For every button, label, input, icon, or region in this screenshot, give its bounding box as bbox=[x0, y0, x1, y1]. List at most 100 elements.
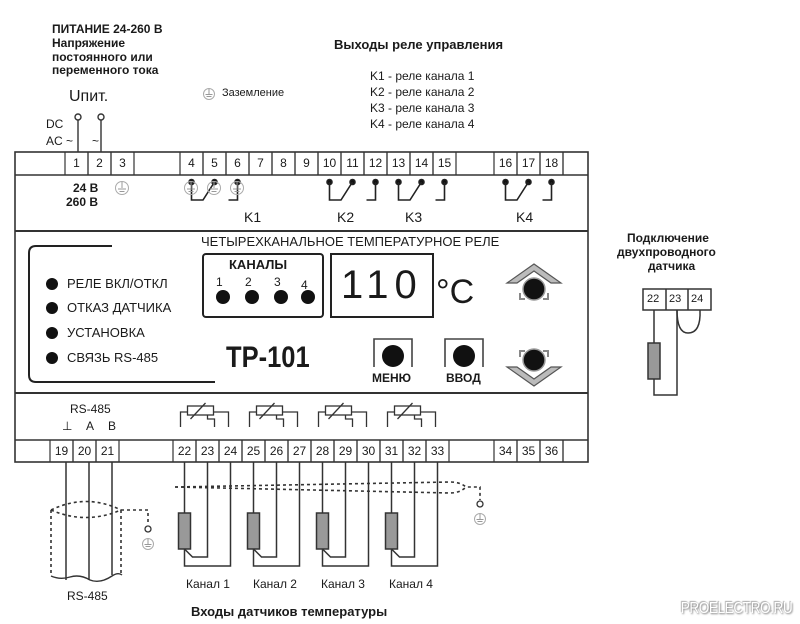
terminal-30: 30 bbox=[361, 444, 376, 458]
dc-label: DC bbox=[46, 117, 64, 131]
terminal-11: 11 bbox=[346, 156, 359, 170]
sensor-channel-label-1: Канал 1 bbox=[186, 577, 230, 591]
led-channel-1 bbox=[216, 290, 230, 304]
relay-label-k1: K1 bbox=[244, 209, 262, 225]
power-subtitle-2: постоянного или bbox=[52, 50, 153, 64]
terminal-33: 33 bbox=[430, 444, 445, 458]
sensor-1 bbox=[177, 462, 232, 567]
channel-number-3: 3 bbox=[274, 275, 281, 289]
temperature-unit: °C bbox=[436, 273, 475, 311]
two-wire-terminal-24: 24 bbox=[691, 293, 704, 305]
terminal-25: 25 bbox=[246, 444, 261, 458]
terminal-20: 20 bbox=[77, 444, 92, 458]
terminal-22: 22 bbox=[177, 444, 192, 458]
ground-icon bbox=[230, 181, 244, 195]
led-sensor-fault bbox=[46, 302, 58, 314]
terminal-10: 10 bbox=[322, 156, 337, 170]
relay-contact-k2 bbox=[326, 178, 379, 201]
sensor-inputs-title: Входы датчиков температуры bbox=[191, 604, 388, 619]
terminal-27: 27 bbox=[292, 444, 307, 458]
rs485-pin-b: B bbox=[108, 419, 117, 433]
indicator-label-sensor-fault: ОТКАЗ ДАТЧИКА bbox=[67, 300, 172, 315]
power-title: ПИТАНИЕ 24-260 В bbox=[52, 22, 163, 36]
two-wire-title-3: датчика bbox=[648, 259, 696, 273]
terminal-26: 26 bbox=[269, 444, 284, 458]
terminal-16: 16 bbox=[498, 156, 513, 170]
ground-icon bbox=[203, 87, 215, 100]
terminal-9: 9 bbox=[303, 156, 310, 170]
sensor-channel-label-2: Канал 2 bbox=[253, 577, 297, 591]
relay-contact-k3 bbox=[395, 178, 448, 201]
sensor-3 bbox=[315, 462, 370, 567]
channel-number-4: 4 bbox=[301, 278, 308, 292]
ground-legend-label: Заземление bbox=[222, 87, 285, 99]
temperature-display: 110 bbox=[341, 263, 423, 307]
channel-number-1: 1 bbox=[216, 275, 223, 289]
indicator-label-rs485: СВЯЗЬ RS-485 bbox=[67, 350, 159, 365]
terminal-8: 8 bbox=[280, 156, 287, 170]
supply-voltage-symbol: Uпит. bbox=[69, 88, 109, 105]
channels-title: КАНАЛЫ bbox=[229, 257, 288, 272]
panel-title: ЧЕТЫРЕХКАНАЛЬНОЕ ТЕМПЕРАТУРНОЕ РЕЛЕ bbox=[201, 234, 500, 249]
relay-label-k2: K2 bbox=[337, 209, 355, 225]
relay-legend-4: K4 - реле канала 4 bbox=[370, 117, 475, 131]
ac-label: AC ~ bbox=[46, 134, 74, 148]
two-wire-title-2: двухпроводного bbox=[617, 245, 716, 259]
relay-label-k4: K4 bbox=[516, 209, 534, 225]
power-subtitle-1: Напряжение bbox=[52, 36, 126, 50]
indicator-label-relay: РЕЛЕ ВКЛ/ОТКЛ bbox=[67, 276, 168, 291]
thermistor-symbol-4 bbox=[386, 402, 437, 427]
indicator-frame bbox=[28, 245, 215, 383]
channels-box bbox=[202, 253, 324, 318]
relay-legend-2: K2 - реле канала 2 bbox=[370, 85, 475, 99]
terminal-18: 18 bbox=[544, 156, 559, 170]
watermark: PROELECTRO.RU bbox=[680, 600, 792, 617]
terminal-31: 31 bbox=[384, 444, 399, 458]
display-box bbox=[330, 253, 434, 318]
sensor-2 bbox=[246, 462, 301, 567]
ground-icon bbox=[184, 181, 198, 195]
terminal-17: 17 bbox=[521, 156, 536, 170]
terminal-5: 5 bbox=[211, 156, 218, 170]
ground-icon bbox=[115, 181, 129, 195]
down-button[interactable] bbox=[505, 348, 563, 387]
thermistor-symbol-2 bbox=[248, 402, 299, 427]
relay-legend-3: K3 - реле канала 3 bbox=[370, 101, 475, 115]
led-channel-3 bbox=[274, 290, 288, 304]
terminal-6: 6 bbox=[234, 156, 241, 170]
terminal-21: 21 bbox=[100, 444, 115, 458]
terminal-1: 1 bbox=[73, 156, 80, 170]
power-terminal-dc bbox=[74, 113, 82, 121]
led-rs485 bbox=[46, 352, 58, 364]
terminal-36: 36 bbox=[544, 444, 559, 458]
terminal-34: 34 bbox=[498, 444, 513, 458]
two-wire-title-1: Подключение bbox=[627, 231, 709, 245]
rs485-pin-ground: ⊥ bbox=[62, 419, 73, 433]
ground-icon bbox=[474, 512, 486, 525]
led-relay bbox=[46, 278, 58, 290]
led-channel-4 bbox=[301, 290, 315, 304]
terminal-35: 35 bbox=[521, 444, 536, 458]
thermistor-symbol-3 bbox=[317, 402, 368, 427]
two-wire-terminal-22: 22 bbox=[647, 293, 660, 305]
enter-button[interactable] bbox=[453, 345, 475, 367]
led-channel-2 bbox=[245, 290, 259, 304]
model-name: ТР-101 bbox=[226, 341, 310, 374]
relay-outputs-title: Выходы реле управления bbox=[334, 37, 504, 52]
enter-button-label: ВВОД bbox=[446, 371, 481, 385]
thermistor-symbol-1 bbox=[179, 402, 230, 427]
indicator-label-setup: УСТАНОВКА bbox=[67, 325, 145, 340]
power-terminal-ac bbox=[97, 113, 105, 121]
two-wire-terminal-23: 23 bbox=[669, 293, 682, 305]
up-button[interactable] bbox=[505, 263, 563, 301]
menu-button[interactable] bbox=[382, 345, 404, 367]
terminal-2: 2 bbox=[96, 156, 103, 170]
ground-icon bbox=[207, 181, 221, 195]
sensor-channel-label-4: Канал 4 bbox=[389, 577, 433, 591]
relay-label-k3: K3 bbox=[405, 209, 423, 225]
power-subtitle-3: переменного тока bbox=[52, 63, 159, 77]
terminal-29: 29 bbox=[338, 444, 353, 458]
terminal-7: 7 bbox=[257, 156, 264, 170]
terminal-24: 24 bbox=[223, 444, 238, 458]
module-frame bbox=[14, 151, 589, 463]
